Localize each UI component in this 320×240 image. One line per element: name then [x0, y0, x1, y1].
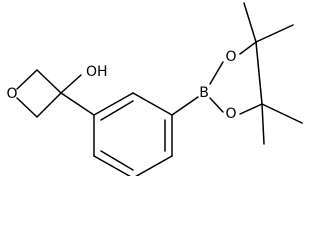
boron-label: B	[199, 85, 209, 101]
bond-oxetane-o-ch2-top	[16, 69, 38, 90]
bond-cc-ring	[255, 41, 263, 105]
methyl-top-1	[243, 2, 257, 43]
hydroxyl-label: OH	[86, 64, 108, 80]
bond-boron-oxygen-top	[209, 61, 224, 85]
dioxaborolane-ring	[209, 41, 263, 115]
oxetane-oxygen-label: O	[6, 86, 17, 102]
bond-cq-hydroxyl	[60, 74, 82, 94]
methyl-bottom-1	[261, 103, 303, 124]
benzene-bond-5	[93, 155, 131, 176]
oxetane-ring	[16, 69, 62, 118]
benzene-bond-4	[135, 155, 173, 176]
bond-oxygen-bottom-carbon	[239, 103, 263, 115]
dioxaborolane-oxygen-top-label: O	[225, 49, 236, 65]
methyl-groups	[243, 2, 303, 145]
benzene-ring	[93, 92, 173, 176]
bond-benzene-boron	[171, 96, 199, 116]
bond-oxetane-ch2-bottom-o	[16, 97, 38, 118]
bond-oxetane-cq-ch2-bottom	[36, 92, 62, 118]
methyl-top-2	[255, 24, 294, 43]
bond-oxetane-ch2-top-cq	[36, 69, 62, 94]
bond-boron-oxygen-bottom	[209, 97, 224, 113]
chemical-structure: O OH B O O	[6, 2, 303, 176]
benzene-double-bond-1	[100, 100, 134, 121]
dioxaborolane-oxygen-bottom-label: O	[225, 106, 236, 122]
bond-cq-benzene	[60, 92, 95, 116]
benzene-bond-2	[132, 92, 173, 116]
bond-oxygen-top-carbon	[239, 41, 257, 55]
benzene-double-bond-3	[100, 150, 134, 171]
benzene-bond-1	[93, 92, 134, 116]
methyl-bottom-2	[261, 103, 265, 145]
